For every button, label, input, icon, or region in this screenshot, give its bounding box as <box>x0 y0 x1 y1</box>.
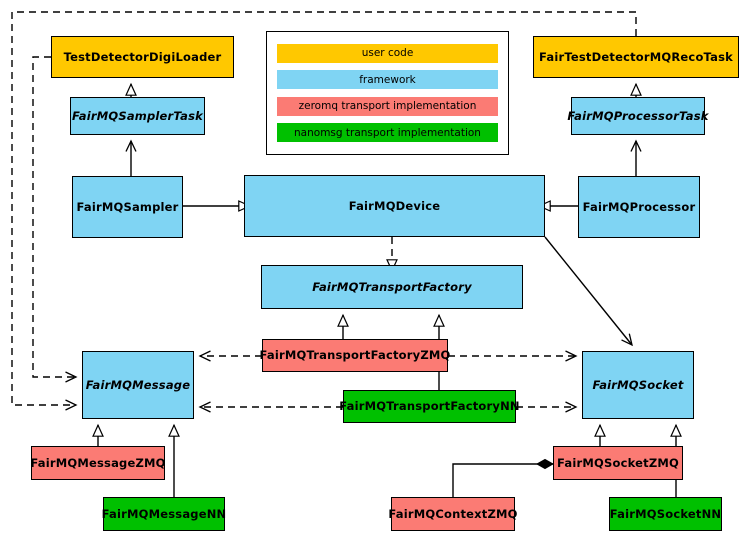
class-label: FairMQSocketZMQ <box>557 455 679 470</box>
class-node-fairmqsamplertask[interactable]: FairMQSamplerTask <box>70 97 205 135</box>
class-node-fairmqsocketnn[interactable]: FairMQSocketNN <box>609 497 722 531</box>
class-label: FairMQTransportFactoryNN <box>339 399 520 414</box>
class-label: FairMQSamplerTask <box>72 108 203 123</box>
class-label: FairMQDevice <box>348 198 441 213</box>
class-label: FairMQTransportFactoryZMQ <box>259 348 451 363</box>
legend-item-framework: framework <box>277 70 498 90</box>
class-node-fairmqprocessortask[interactable]: FairMQProcessorTask <box>567 97 708 135</box>
edge-device-to-socket <box>544 236 633 347</box>
color-legend: user code framework zeromq transport imp… <box>266 31 509 155</box>
class-node-fairmqsocket[interactable]: FairMQSocket <box>582 351 694 419</box>
legend-label-nanomsg: nanomsg transport implementation <box>294 126 481 139</box>
class-label: FairMQSampler <box>76 199 179 214</box>
class-label: FairMQSocket <box>592 377 684 392</box>
class-node-fairmqprocessor[interactable]: FairMQProcessor <box>578 176 700 238</box>
class-label: FairTestDetectorMQRecoTask <box>539 49 733 64</box>
class-label: FairMQContextZMQ <box>388 506 518 521</box>
class-label: FairMQProcessor <box>582 199 696 214</box>
class-node-fairmqmessagezmq[interactable]: FairMQMessageZMQ <box>30 446 166 480</box>
legend-item-user-code: user code <box>277 43 498 63</box>
class-node-fairmqdevice[interactable]: FairMQDevice <box>244 175 545 237</box>
class-label: FairMQTransportFactory <box>312 279 472 294</box>
edge-socketzmq-composes-contextzmq <box>452 464 553 497</box>
legend-item-nanomsg: nanomsg transport implementation <box>277 123 498 143</box>
class-node-fairmqtransportfactory[interactable]: FairMQTransportFactory <box>261 265 523 309</box>
class-node-fairmqcontextzmq[interactable]: FairMQContextZMQ <box>388 497 518 531</box>
class-label: FairMQMessageZMQ <box>30 455 166 470</box>
class-node-fairmqsampler[interactable]: FairMQSampler <box>72 176 183 238</box>
class-label: TestDetectorDigiLoader <box>63 49 222 64</box>
class-node-fairmqsocketzmq[interactable]: FairMQSocketZMQ <box>553 446 683 480</box>
class-node-fairmqtransportfactoryzmq[interactable]: FairMQTransportFactoryZMQ <box>259 339 451 372</box>
class-node-fairmqtransportfactorynn[interactable]: FairMQTransportFactoryNN <box>339 390 520 423</box>
class-label: FairMQSocketNN <box>609 506 722 521</box>
class-label: FairMQMessageNN <box>101 506 227 521</box>
legend-label-user-code: user code <box>361 47 414 60</box>
class-label: FairMQMessage <box>85 377 191 392</box>
legend-item-zeromq: zeromq transport implementation <box>277 96 498 116</box>
class-node-fairtestdetectormqrecotask[interactable]: FairTestDetectorMQRecoTask <box>533 36 739 78</box>
class-label: FairMQProcessorTask <box>567 108 709 123</box>
class-node-testdetectordigiloader[interactable]: TestDetectorDigiLoader <box>51 36 234 78</box>
legend-label-framework: framework <box>359 73 416 86</box>
legend-label-zeromq: zeromq transport implementation <box>298 100 477 113</box>
class-node-fairmqmessagenn[interactable]: FairMQMessageNN <box>101 497 227 531</box>
class-node-fairmqmessage[interactable]: FairMQMessage <box>82 351 194 419</box>
